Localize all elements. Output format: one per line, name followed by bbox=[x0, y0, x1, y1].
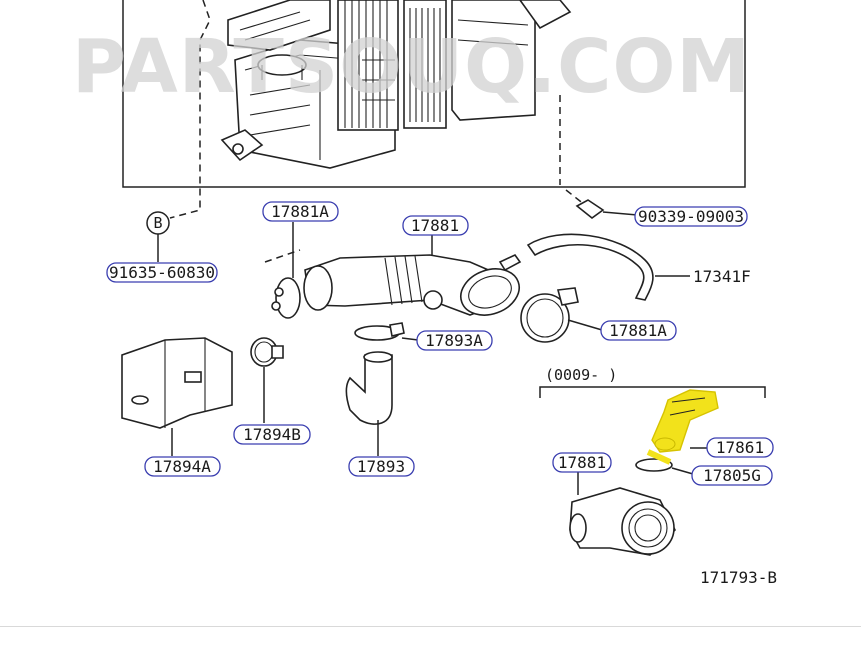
air-cleaner-housing-drawing bbox=[169, 0, 586, 219]
clamp-17881a-right bbox=[520, 287, 603, 343]
svg-text:17881A: 17881A bbox=[271, 202, 329, 221]
label-17881-lower[interactable]: 17881 bbox=[552, 452, 612, 473]
svg-text:17893A: 17893A bbox=[425, 331, 483, 350]
svg-text:17894A: 17894A bbox=[153, 457, 211, 476]
svg-text:90339-09003: 90339-09003 bbox=[638, 207, 744, 226]
label-90339-09003[interactable]: 90339-09003 bbox=[634, 206, 748, 227]
hose-17881 bbox=[303, 235, 522, 316]
label-17805g[interactable]: 17805G bbox=[691, 465, 773, 486]
date-range-label: (0009- ) bbox=[545, 366, 617, 384]
svg-text:17805G: 17805G bbox=[703, 466, 761, 485]
label-17894a[interactable]: 17894A bbox=[144, 456, 221, 477]
label-17341f[interactable]: 17341F bbox=[693, 267, 751, 286]
svg-text:17894B: 17894B bbox=[243, 425, 301, 444]
label-91635-60830[interactable]: 91635-60830 bbox=[106, 262, 218, 283]
air-cleaner-assembly-frame bbox=[122, 0, 746, 188]
clamp-17894b bbox=[250, 337, 284, 423]
sensor-17861-highlighted bbox=[651, 389, 719, 453]
svg-text:91635-60830: 91635-60830 bbox=[109, 263, 215, 282]
label-17893a[interactable]: 17893A bbox=[416, 330, 493, 351]
gasket-17805g bbox=[635, 449, 694, 475]
svg-text:17881: 17881 bbox=[411, 216, 459, 235]
svg-text:17881A: 17881A bbox=[609, 321, 667, 340]
elbow-17893 bbox=[345, 351, 393, 456]
label-17894b[interactable]: 17894B bbox=[233, 424, 311, 445]
diagram-code: 171793-B bbox=[700, 568, 777, 587]
svg-text:17893: 17893 bbox=[357, 457, 405, 476]
resonator-17894a bbox=[121, 337, 233, 456]
footer-divider bbox=[0, 626, 861, 627]
clamp-17893a bbox=[354, 322, 419, 341]
hose-17341f bbox=[526, 233, 690, 301]
svg-text:17341F: 17341F bbox=[693, 267, 751, 286]
lower-hose-17881 bbox=[569, 472, 676, 556]
watermark: PARTSOUQ.COM bbox=[72, 24, 751, 110]
svg-text:17861: 17861 bbox=[716, 438, 764, 457]
callout-b-letter: B bbox=[153, 214, 162, 232]
clamp-17881a-left bbox=[264, 222, 301, 319]
label-17893[interactable]: 17893 bbox=[348, 456, 415, 477]
callout-b: B bbox=[146, 211, 170, 262]
label-17881a-right[interactable]: 17881A bbox=[600, 320, 677, 341]
variant-bracket: (0009- ) bbox=[539, 366, 766, 398]
bolt-90339 bbox=[575, 199, 638, 220]
svg-text:17881: 17881 bbox=[558, 453, 606, 472]
label-17881a-top[interactable]: 17881A bbox=[262, 201, 339, 222]
label-17881[interactable]: 17881 bbox=[402, 215, 469, 236]
label-17861[interactable]: 17861 bbox=[706, 437, 774, 458]
